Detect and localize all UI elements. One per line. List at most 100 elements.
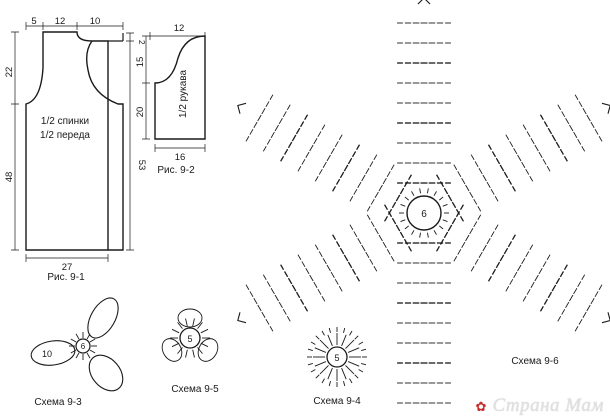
petal-stitch [477, 206, 482, 212]
petal-stitch [486, 237, 491, 245]
radial-stitch [327, 334, 333, 347]
petal-stitch [334, 141, 339, 148]
flower-icon: ✿ [475, 399, 487, 414]
outer-stitch [307, 348, 313, 351]
petal-stitch [521, 257, 526, 265]
petal-stitch [391, 201, 397, 209]
radial-stitch [177, 347, 183, 354]
petal-stitch [365, 251, 370, 259]
petal-stitch [313, 281, 318, 289]
body-label-back: 1/2 спинки [41, 116, 89, 127]
petal-stitch [559, 148, 565, 155]
radial-stitch [171, 328, 180, 334]
petal-stitch [598, 284, 603, 290]
ring-stitch [404, 225, 409, 230]
petal-stitch [245, 284, 250, 290]
scheme-9-6-caption: Схема 9-6 [511, 356, 559, 367]
scheme-9-4-motif [307, 327, 367, 387]
petal-stitch [507, 241, 513, 248]
petal-stitch [403, 238, 409, 245]
petal-stitch [301, 261, 306, 268]
scheme-9-5-center: 5 [187, 334, 192, 344]
petal-stitch [435, 174, 440, 181]
scheme-9-3-petal-count: 10 [42, 349, 52, 359]
petal-stitch [326, 264, 331, 272]
petal-stitch [499, 164, 505, 172]
petal-stitch [395, 194, 401, 202]
scheme-9-4-center: 5 [334, 353, 339, 363]
petal-stitch [447, 224, 453, 232]
ring-stitch [433, 230, 437, 235]
figure-9-2-caption: Рис. 9-2 [157, 165, 195, 176]
petal-stitch [555, 141, 561, 149]
petal-stitch [270, 131, 275, 139]
petal-stitch [373, 154, 378, 160]
petal-stitch [384, 215, 389, 222]
radial-stitch [192, 349, 195, 358]
petal-stitch [356, 144, 361, 151]
petal-stitch [314, 176, 319, 182]
petal-stitch [505, 286, 510, 292]
watermark: ✿Страна Мам [475, 395, 604, 417]
outer-stitch [358, 369, 364, 373]
petal-stitch [399, 187, 405, 195]
ring-stitch [427, 232, 429, 238]
petal-stitch [451, 217, 457, 225]
ring-stitch [404, 196, 409, 201]
figure-9-2 [142, 32, 206, 152]
petal-stitch [322, 257, 327, 265]
petal-tip-chevron [417, 0, 431, 5]
scheme-9-3-petal-top [87, 297, 119, 339]
petal-stitch [378, 184, 383, 192]
ring-stitch [439, 225, 444, 230]
scheme-9-6-center-ring [406, 195, 442, 231]
petal-stitch [491, 151, 497, 158]
petal-stitch [522, 124, 527, 130]
petal-stitch [309, 144, 314, 152]
sleeve-dim-top: 12 [174, 23, 185, 34]
radial-stitch [185, 349, 188, 358]
petal-stitch [361, 174, 366, 182]
petal-stitch [321, 124, 326, 130]
petal-stitch [249, 128, 254, 135]
petal-stitch [257, 114, 262, 122]
petal-stitch [511, 185, 516, 192]
petal-stitch [295, 291, 301, 299]
petal-stitch [534, 274, 539, 282]
radial-stitch [89, 338, 96, 343]
petal-stitch [286, 104, 291, 110]
outer-stitch [328, 327, 331, 333]
figure-9-1 [11, 22, 134, 262]
petal-stitch [459, 215, 464, 222]
petal-stitch [349, 196, 354, 202]
petal-stitch [487, 144, 492, 151]
petal-stitch [330, 271, 335, 279]
radial-stitch [197, 322, 203, 329]
petal-stitch [330, 147, 335, 155]
petal-stitch [490, 188, 495, 195]
petal-stitch [565, 117, 570, 125]
ring-stitch [442, 219, 448, 222]
petal-stitch [547, 291, 553, 299]
petal-stitch [530, 137, 535, 145]
petal-stitch [353, 188, 358, 195]
radial-stitch [200, 328, 209, 334]
figure-9-1-caption: Рис. 9-1 [47, 272, 85, 283]
petal-stitch [366, 214, 371, 220]
radial-stitch [185, 318, 188, 327]
radial-stitch [75, 352, 80, 359]
petal-stitch [369, 161, 374, 168]
petal-stitch [563, 155, 568, 162]
petal-stitch [465, 234, 470, 242]
petal-stitch [581, 274, 586, 280]
scheme-9-3-petal-left [30, 340, 76, 366]
figure-9-2-labels: 12 15 20 16 1/2 рукава Рис. 9-2 [135, 23, 195, 176]
petal-stitch [551, 284, 557, 292]
petal-stitch [507, 178, 513, 185]
petal-stitch [486, 181, 491, 189]
scheme-9-3-center-ring [75, 338, 91, 354]
petal-stitch [542, 158, 547, 165]
petal-stitch [538, 267, 543, 275]
petal-stitch [366, 206, 371, 212]
petal-stitch [305, 267, 310, 275]
